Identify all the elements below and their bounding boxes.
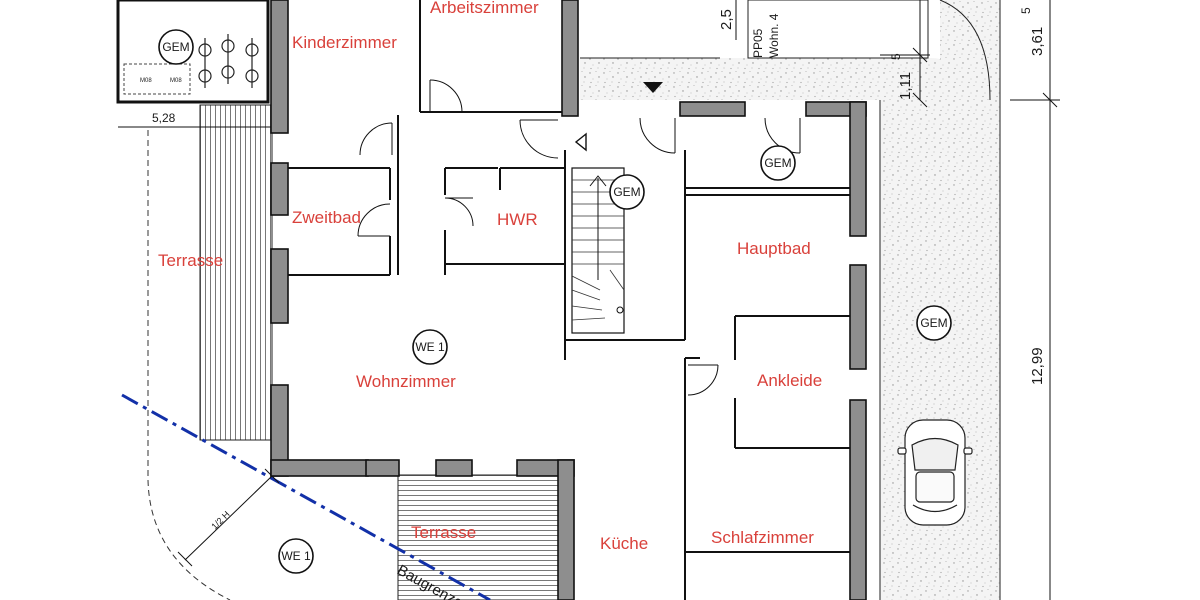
tag-gem-entry: GEM [760, 145, 796, 181]
parking-label-pp05: PP05 [751, 28, 765, 58]
gravel-areas [580, 0, 1001, 600]
room-label-kinderzimmer: Kinderzimmer [292, 33, 397, 52]
svg-text:GEM: GEM [162, 40, 189, 54]
dimension-1299-text: 12,99 [1029, 347, 1046, 385]
svg-text:M08: M08 [140, 78, 152, 84]
tag-we1-garden: WE 1 [278, 538, 314, 574]
room-label-zweitbad: Zweitbad [292, 208, 361, 227]
tag-gem-driveway: GEM [916, 305, 952, 341]
room-label-arbeitszimmer: Arbeitszimmer [430, 0, 539, 17]
dimension-528: 5,28 [118, 111, 272, 128]
svg-text:M08: M08 [170, 78, 182, 84]
dimensions-right: 1,11 5 3,61 5 12,99 [880, 0, 1060, 600]
terrace-west-deck [199, 104, 273, 441]
doors [357, 79, 801, 396]
room-label-kueche: Küche [600, 534, 648, 553]
dimension-1115-sup: 5 [889, 53, 903, 60]
dimension-half-h: 1/2 H [177, 468, 280, 567]
svg-text:GEM: GEM [764, 156, 791, 170]
room-label-terrasse-west: Terrasse [158, 251, 223, 270]
room-label-terrasse-south: Terrasse [411, 523, 476, 542]
room-label-wohnzimmer: Wohnzimmer [356, 372, 456, 391]
car-icon [897, 419, 973, 526]
parking-label-wohn: Wohn. 4 [767, 13, 781, 58]
room-label-schlafzimmer: Schlafzimmer [711, 528, 814, 547]
room-labels: Kinderzimmer Arbeitszimmer Zweitbad HWR … [158, 0, 822, 553]
room-label-ankleide: Ankleide [757, 371, 822, 390]
dimension-1115-text: 1,11 [897, 72, 914, 100]
exterior-walls [270, 0, 867, 600]
parking-spot: PP05 Wohn. 4 2,5 [718, 0, 929, 59]
interior-walls [288, 0, 850, 600]
entrance-arrow-icon [643, 82, 663, 93]
dimension-3615-sup: 5 [1019, 7, 1033, 14]
room-label-hauptbad: Hauptbad [737, 239, 811, 258]
svg-text:GEM: GEM [613, 185, 640, 199]
tag-gem-stair: GEM [609, 174, 645, 210]
terrace-south-deck [397, 474, 559, 600]
svg-text:GEM: GEM [920, 316, 947, 330]
staircase [571, 167, 625, 334]
tag-gem-bikes: GEM [158, 29, 194, 65]
dimension-528-text: 5,28 [152, 111, 176, 125]
tag-we1-main: WE 1 [412, 329, 448, 365]
svg-text:WE 1: WE 1 [415, 340, 445, 354]
circle-tags: GEM GEM GEM GEM WE 1 WE 1 [158, 29, 952, 574]
room-label-hwr: HWR [497, 210, 538, 229]
svg-text:WE 1: WE 1 [281, 549, 311, 563]
dimension-250-text: 2,5 [718, 9, 735, 30]
entry-triangle-icon [574, 132, 587, 152]
dimension-half-h-text: 1/2 H [209, 509, 231, 531]
dimension-3615-text: 3,61 [1029, 27, 1046, 56]
property-line [147, 130, 231, 600]
